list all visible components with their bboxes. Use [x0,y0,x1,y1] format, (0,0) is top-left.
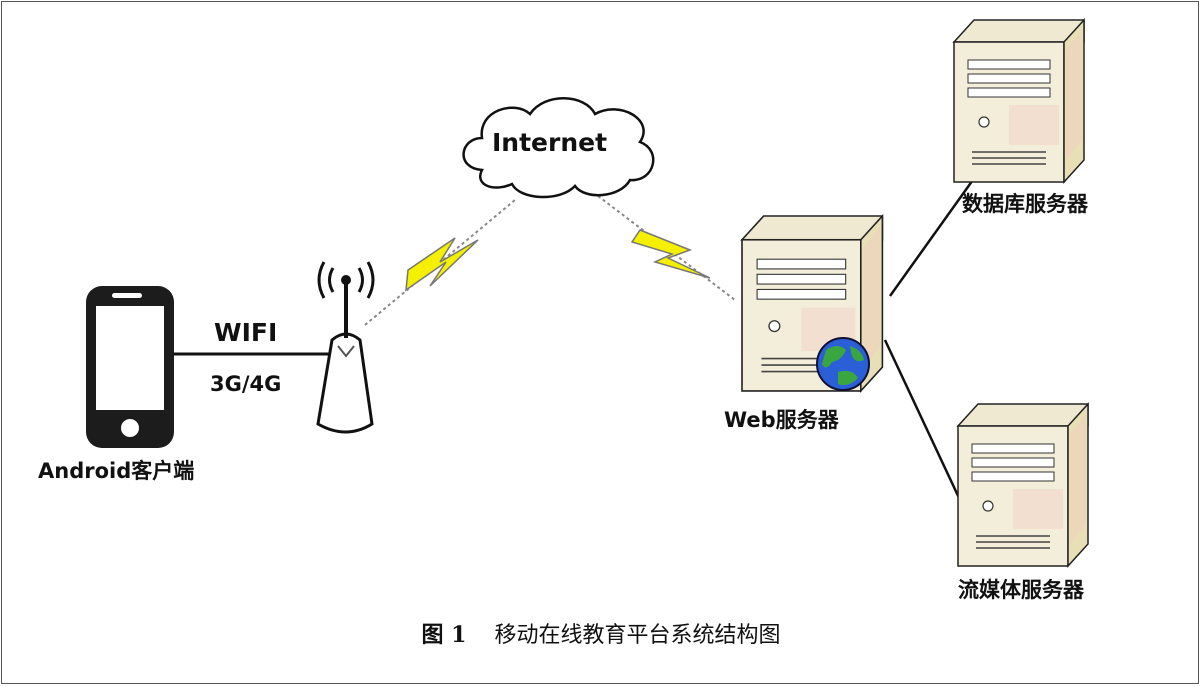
router-icon [316,261,375,434]
cloud-icon [462,97,655,199]
figure-number: 图 1 [421,622,467,648]
web-server-label: Web服务器 [724,408,839,432]
database-server-label: 数据库服务器 [962,192,1088,216]
wireless-link-right [597,195,736,301]
streaming-server-label: 流媒体服务器 [958,578,1084,602]
internet-label: Internet [492,128,608,157]
lightning-icon [405,237,479,292]
link-web-streaming [883,339,962,501]
link-web-database [888,169,982,297]
cellular-label: 3G/4G [210,372,282,396]
wireless-link-left [364,199,516,326]
globe-icon [816,337,870,391]
figure-title: 移动在线教育平台系统结构图 [494,623,781,648]
figure-caption: 图 1 移动在线教育平台系统结构图 [0,617,1202,649]
wifi-label: WIFI [214,318,278,347]
server-icon [953,19,1085,183]
lightning-icon [630,229,711,279]
android-client-label: Android客户端 [38,459,195,483]
server-icon [957,403,1089,567]
smartphone-icon [86,286,174,448]
